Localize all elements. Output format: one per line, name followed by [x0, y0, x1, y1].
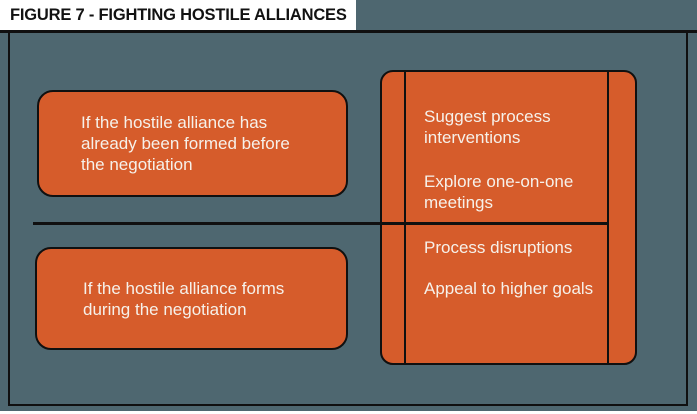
condition-box-text: If the hostile alliance forms during the… — [83, 278, 285, 319]
panel-border — [8, 30, 688, 406]
tactic-suggest-process-interventions: Suggest process interventions — [424, 107, 551, 147]
tactics-left-divider-line — [403, 72, 406, 363]
tactics-right-divider-line — [606, 72, 609, 363]
tactics-box — [380, 70, 637, 365]
condition-box-alliance-forms-during: If the hostile alliance forms during the… — [35, 247, 348, 350]
tactic-explore-one-on-one-meetings: Explore one-on-one meetings — [424, 172, 574, 212]
condition-box-text: If the hostile alliance has already been… — [81, 113, 290, 174]
tactic-appeal-to-higher-goals: Appeal to higher goals — [424, 279, 594, 298]
condition-box-alliance-formed-before: If the hostile alliance has already been… — [37, 90, 348, 197]
title-band: FIGURE 7 - FIGHTING HOSTILE ALLIANCES — [0, 0, 356, 30]
figure-title: FIGURE 7 - FIGHTING HOSTILE ALLIANCES — [10, 6, 347, 24]
tactic-process-disruptions: Process disruptions — [424, 238, 573, 257]
row-divider-line — [33, 222, 607, 225]
